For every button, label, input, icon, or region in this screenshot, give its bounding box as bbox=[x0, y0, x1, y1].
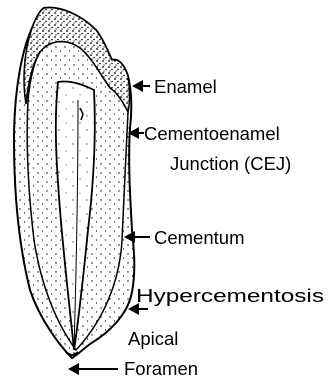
label-cementum: Cementum bbox=[154, 227, 244, 248]
enamel-arrow bbox=[132, 80, 150, 92]
label-enamel: Enamel bbox=[154, 76, 217, 97]
label-cej-line1: Cementoenamel bbox=[144, 123, 280, 144]
label-cej-line2: Junction (CEJ) bbox=[170, 153, 291, 174]
label-hypercementosis: Hypercementosis bbox=[136, 285, 324, 306]
label-apical: Apical bbox=[128, 328, 178, 349]
label-foramen: Foramen bbox=[124, 358, 198, 379]
apical-foramen-arrow bbox=[68, 363, 118, 375]
